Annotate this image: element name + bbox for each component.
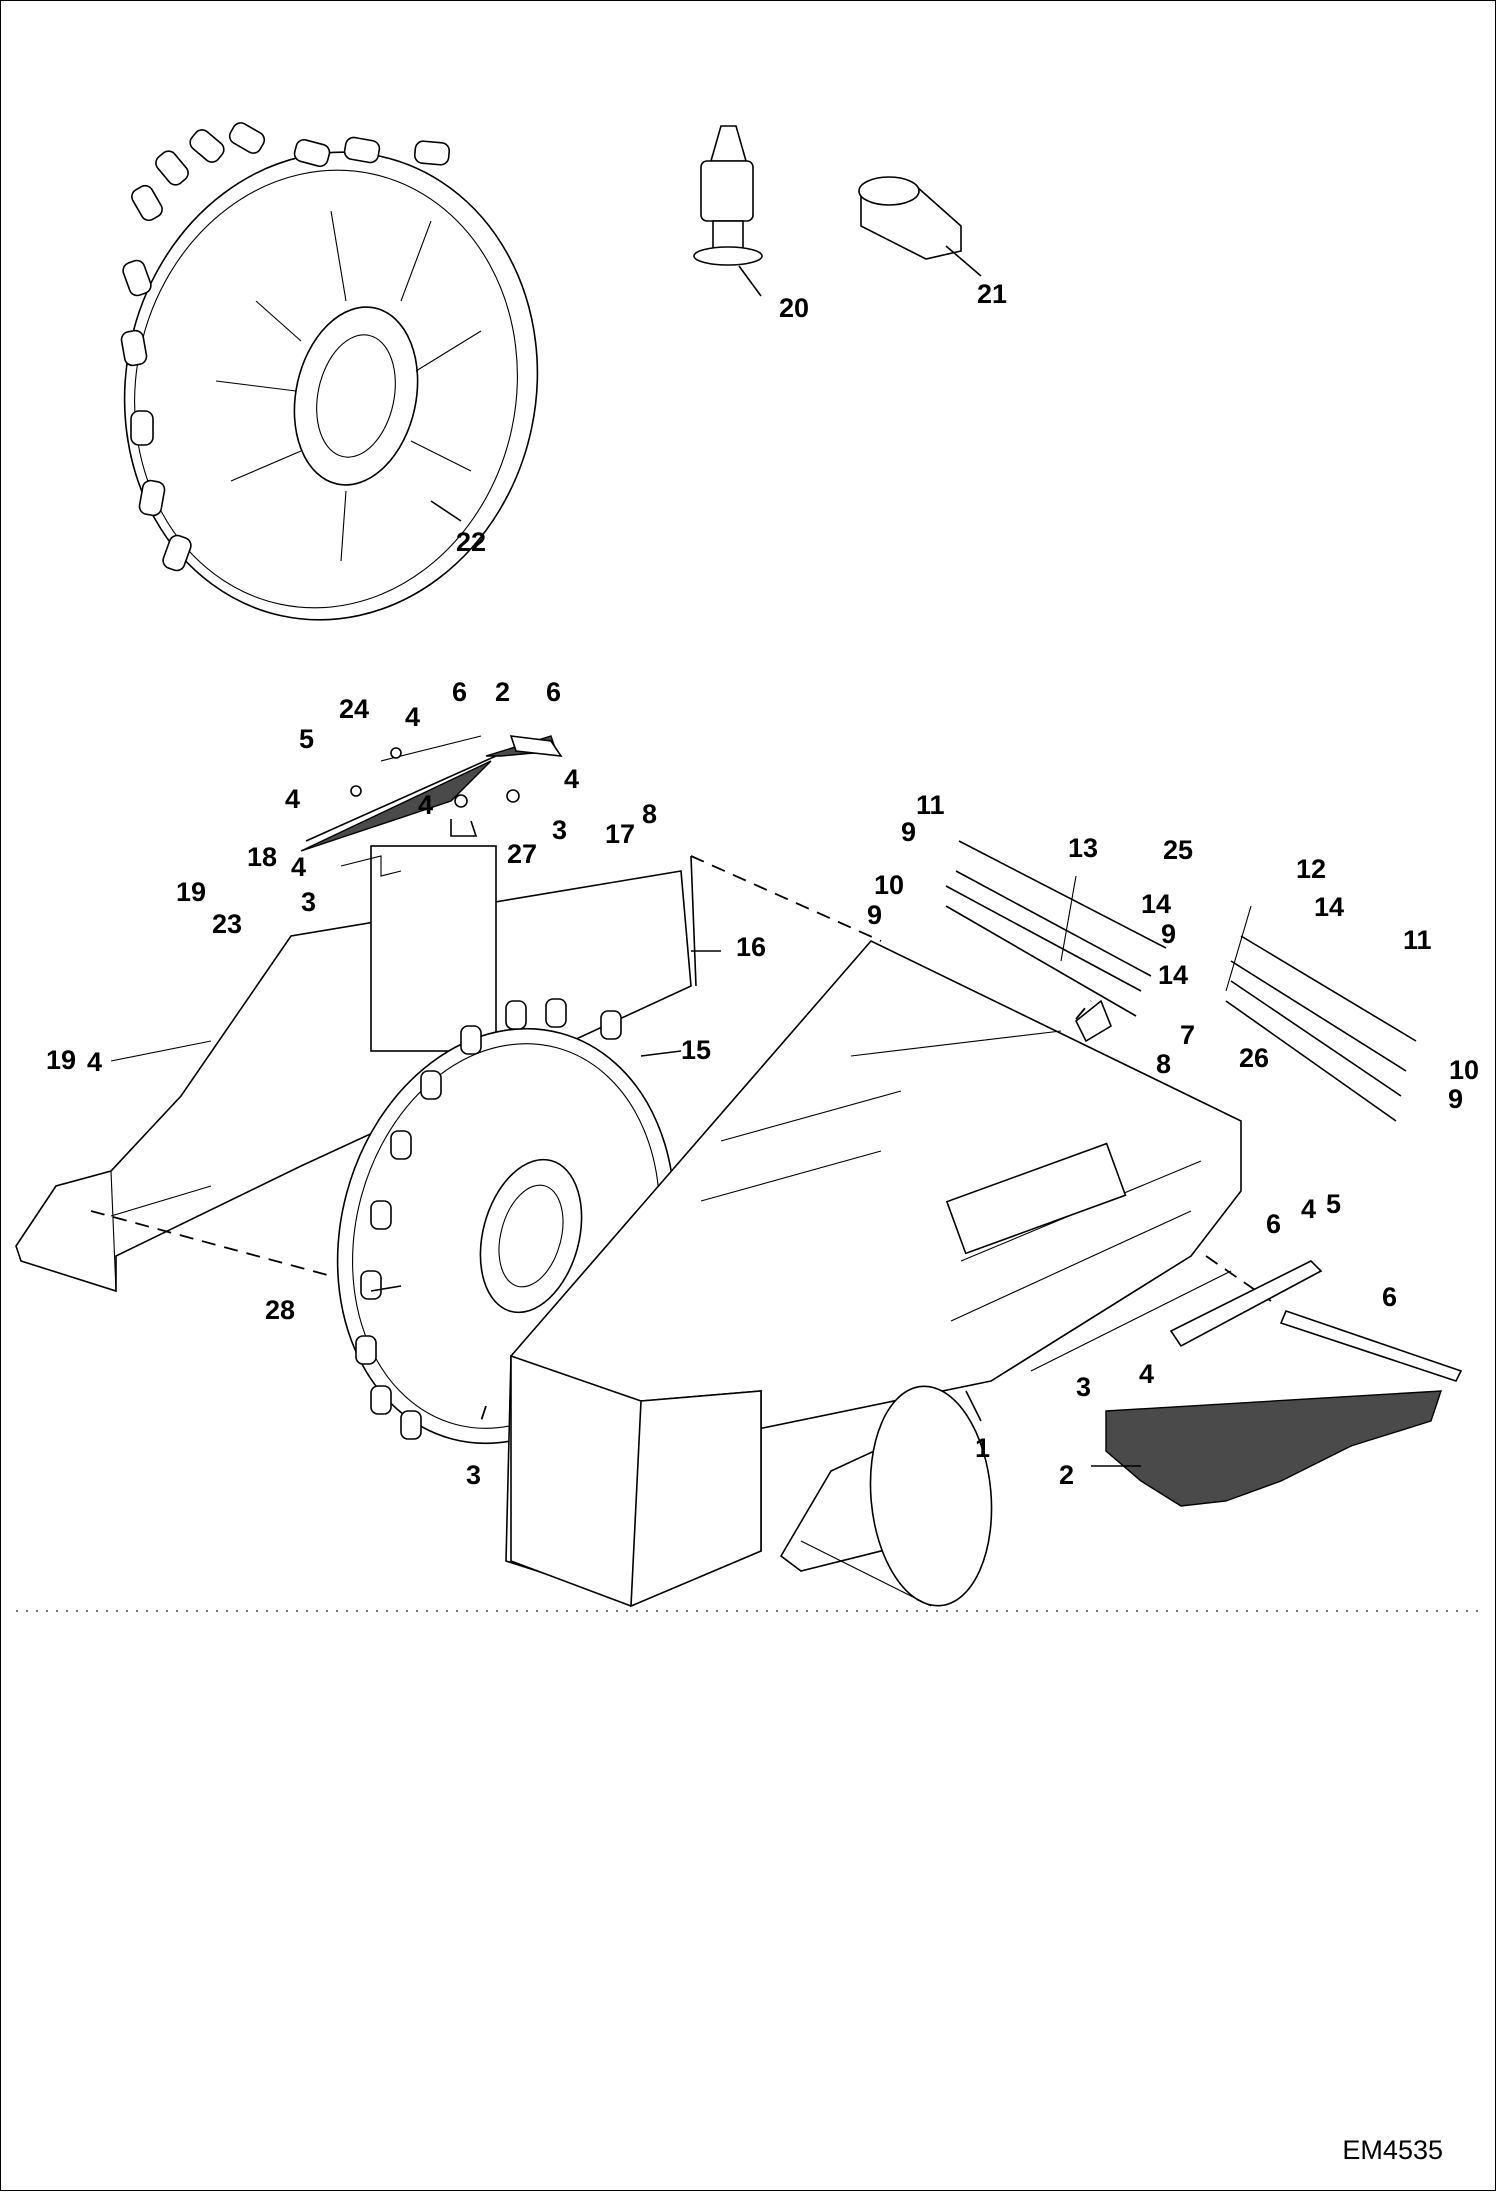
callout-11b: 11 [1403, 925, 1432, 955]
callout-27: 27 [507, 839, 537, 869]
callout-4a: 4 [405, 702, 420, 732]
callout-21: 21 [977, 279, 1007, 309]
callout-14c: 14 [1314, 892, 1344, 922]
callout-labels: 20 21 22 24 4 6 2 6 5 4 4 4 3 27 18 19 3… [46, 279, 1479, 1490]
callout-6a: 6 [452, 677, 467, 707]
callout-17: 17 [605, 819, 635, 849]
housing-icon [15, 845, 1242, 1608]
shield-flap-icon [300, 735, 563, 877]
callout-5b: 5 [1326, 1189, 1341, 1219]
callout-16: 16 [736, 932, 766, 962]
callout-9a: 9 [901, 817, 916, 847]
callout-4h: 4 [1139, 1359, 1154, 1389]
callout-19b: 19 [46, 1045, 76, 1075]
figure-code: EM4535 [1342, 2135, 1443, 2165]
callout-26: 26 [1239, 1043, 1269, 1073]
callout-10a: 10 [874, 870, 904, 900]
callout-15: 15 [681, 1035, 711, 1065]
callout-23: 23 [212, 909, 242, 939]
callout-13: 13 [1068, 833, 1098, 863]
callout-12: 12 [1296, 854, 1326, 884]
callout-5a: 5 [299, 724, 314, 754]
callout-2b: 2 [1059, 1460, 1074, 1490]
callout-4g: 4 [1301, 1194, 1316, 1224]
callout-4b: 4 [564, 764, 579, 794]
callout-4e: 4 [291, 852, 306, 882]
callout-8a: 8 [642, 799, 657, 829]
callout-22: 22 [456, 527, 486, 557]
callout-2a: 2 [495, 677, 510, 707]
callout-8b: 8 [1156, 1049, 1171, 1079]
callout-14a: 14 [1141, 889, 1171, 919]
callout-6c: 6 [1266, 1209, 1281, 1239]
callout-4d: 4 [418, 790, 433, 820]
rubber-guard-icon [1105, 1260, 1463, 1507]
callout-28: 28 [265, 1295, 295, 1325]
callout-3c: 3 [466, 1460, 481, 1490]
assembly-guide-lines [90, 855, 1272, 1422]
callout-4c: 4 [285, 784, 300, 814]
callout-4f: 4 [87, 1047, 102, 1077]
callout-11a: 11 [916, 790, 945, 820]
callout-10b: 10 [1449, 1055, 1479, 1085]
callout-24: 24 [339, 694, 369, 724]
callout-14b: 14 [1158, 960, 1188, 990]
callout-9b: 9 [867, 900, 882, 930]
callout-3d: 3 [1076, 1372, 1091, 1402]
callout-18: 18 [247, 842, 277, 872]
callout-7: 7 [1180, 1020, 1195, 1050]
leader-lines [370, 500, 1141, 1467]
right-rods [945, 840, 1417, 1122]
callout-1: 1 [975, 1433, 990, 1463]
callout-6b: 6 [546, 677, 561, 707]
cutter-wheel-icon [120, 122, 539, 621]
callout-6d: 6 [1382, 1282, 1397, 1312]
callout-3b: 3 [301, 887, 316, 917]
callout-3a: 3 [552, 815, 567, 845]
cutter-tooth-icon [693, 125, 763, 297]
callout-19a: 19 [176, 877, 206, 907]
tooth-pocket-icon [858, 176, 982, 277]
callout-25: 25 [1163, 835, 1193, 865]
callout-9c: 9 [1161, 919, 1176, 949]
callout-20: 20 [779, 293, 809, 323]
callout-9d: 9 [1448, 1084, 1463, 1114]
